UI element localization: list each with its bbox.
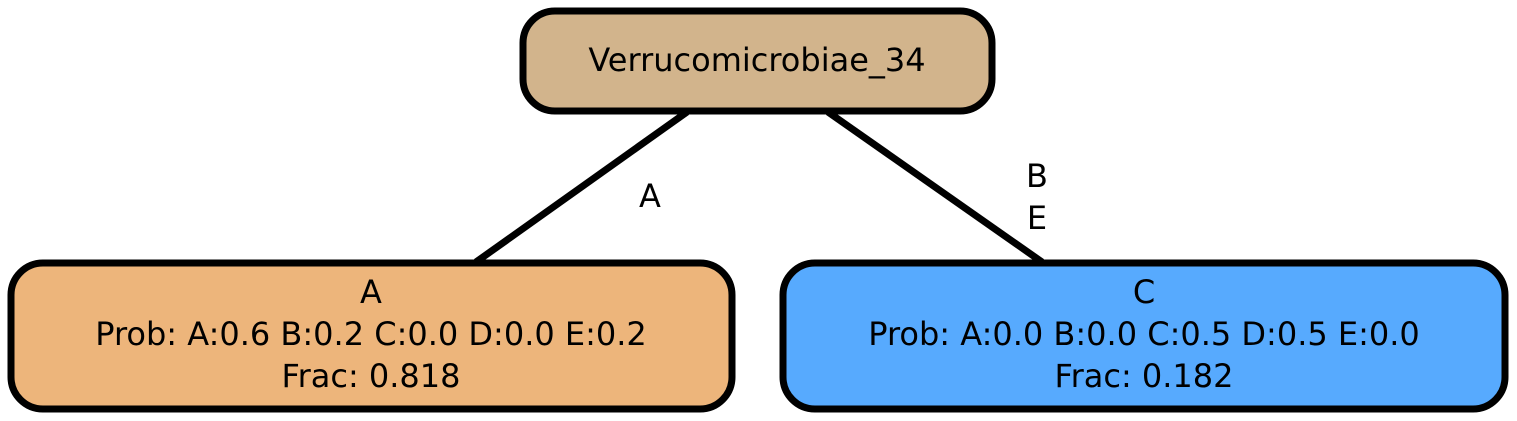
right-child-box <box>779 259 1509 413</box>
edge-label-right-1: B <box>1026 157 1048 195</box>
left-child-prob: Prob: A:0.6 B:0.2 C:0.0 D:0.0 E:0.2 <box>95 315 647 353</box>
edge-root-to-left <box>473 109 690 265</box>
root-node-box <box>519 7 996 115</box>
left-child-box <box>7 259 736 413</box>
right-child-title: C <box>1133 273 1155 311</box>
left-child-frac: Frac: 0.818 <box>282 357 461 395</box>
left-child-node: A Prob: A:0.6 B:0.2 C:0.0 D:0.0 E:0.2 Fr… <box>7 259 736 413</box>
right-child-node: C Prob: A:0.0 B:0.0 C:0.5 D:0.5 E:0.0 Fr… <box>779 259 1509 413</box>
root-node: Verrucomicrobiae_34 <box>519 7 996 115</box>
edge-label-right-2: E <box>1027 199 1047 237</box>
left-child-title: A <box>360 273 382 311</box>
edge-label-left: A <box>639 177 661 215</box>
right-child-prob: Prob: A:0.0 B:0.0 C:0.5 D:0.5 E:0.0 <box>868 315 1420 353</box>
right-child-frac: Frac: 0.182 <box>1055 357 1234 395</box>
edge-root-to-right <box>825 109 1045 265</box>
root-node-label: Verrucomicrobiae_34 <box>588 41 925 79</box>
